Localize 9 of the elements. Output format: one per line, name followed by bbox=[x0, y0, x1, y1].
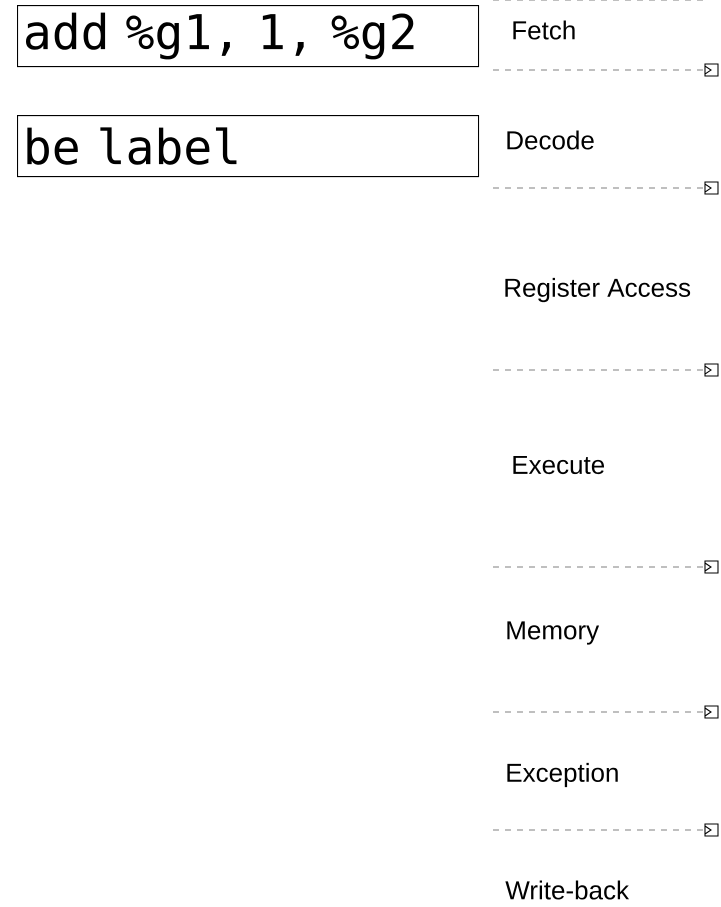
stage-label: Register Access bbox=[505, 278, 690, 302]
code-box: be label bbox=[17, 115, 480, 178]
stage-label: Exception bbox=[507, 762, 618, 788]
code-box: add %g1, 1, %g2 bbox=[17, 5, 480, 68]
stage-label: Memory bbox=[507, 621, 600, 645]
stage-label: Execute bbox=[513, 456, 604, 474]
stage-label: Decode bbox=[507, 130, 594, 150]
stage-label: Write-back bbox=[505, 880, 630, 900]
stage-label: Fetch bbox=[513, 20, 575, 40]
